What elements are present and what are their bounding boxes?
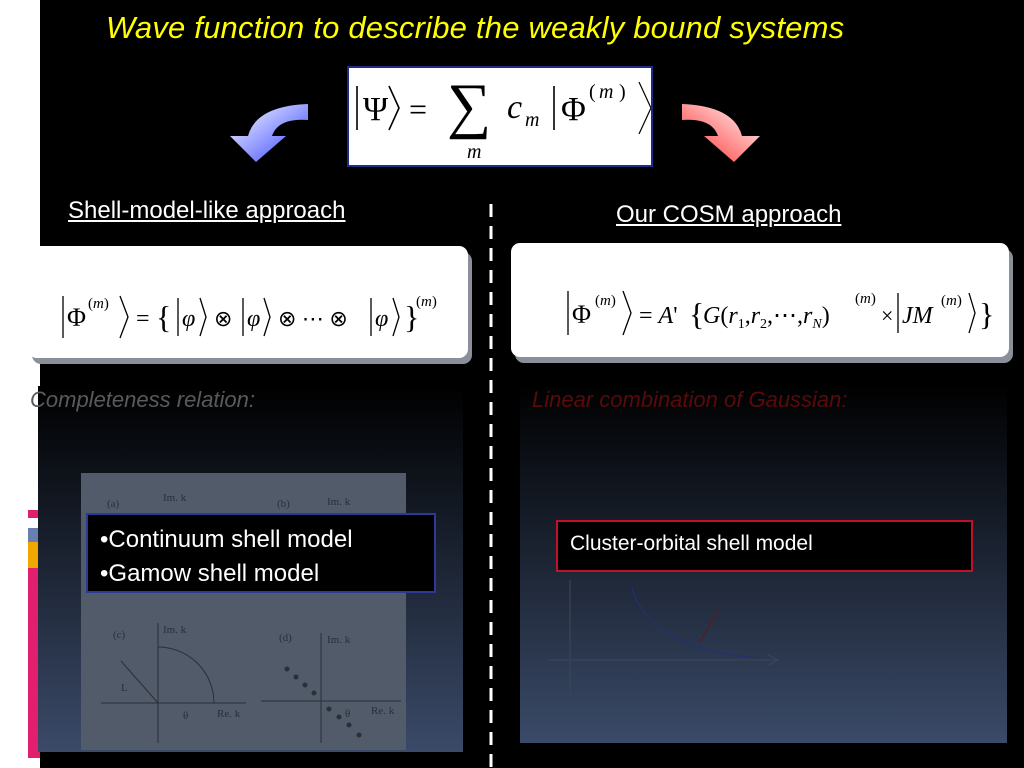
fig-axis-re-1: Re. k [217, 708, 241, 720]
shell-model-formula: Φ (m) = { φ ⊗ φ ⊗ ⋯ ⊗ φ } (m) [62, 294, 437, 339]
svg-text:(m): (m) [855, 291, 876, 307]
note-item-gamow: •Gamow shell model [100, 560, 320, 587]
note-item-continuum: •Continuum shell model [100, 526, 353, 553]
fig-angle-label-1: θ [183, 710, 188, 722]
svg-text:(m): (m) [416, 294, 437, 310]
fig-axis-im-3: Im. k [163, 624, 187, 636]
gaussian-combination-label: Linear combination of Gaussian: [532, 387, 848, 412]
completeness-relation-label: Completeness relation: [30, 387, 256, 412]
svg-text:φ: φ [375, 306, 388, 332]
curved-arrow-right-icon [682, 104, 760, 162]
svg-text:): ) [619, 81, 626, 103]
shell-model-formula-box: Φ (m) = { φ ⊗ φ ⊗ ⋯ ⊗ φ } (m) [28, 246, 468, 358]
fig-axis-re-2: Re. k [371, 705, 395, 717]
svg-text:= A': = A' [639, 303, 678, 329]
svg-text:{: { [689, 296, 704, 332]
deco-bar-pink [28, 510, 40, 518]
right-approach-heading: Our COSM approach [616, 201, 842, 228]
svg-text:m: m [467, 141, 481, 163]
svg-text:⊗: ⊗ [214, 306, 232, 331]
svg-text:Φ: Φ [572, 300, 591, 329]
svg-text:(m): (m) [595, 293, 616, 309]
fig-label-a: (a) [107, 498, 120, 510]
svg-text:c: c [507, 89, 522, 126]
slide-title: Wave function to describe the weakly bou… [106, 10, 845, 45]
left-approach-heading: Shell-model-like approach [68, 197, 346, 224]
svg-text:{: { [156, 299, 171, 335]
svg-text:m: m [525, 109, 539, 131]
svg-text:(m): (m) [941, 293, 962, 309]
deco-bar-magenta [28, 568, 40, 758]
svg-text:G(r1,r2,⋯,rN): G(r1,r2,⋯,rN) [703, 303, 830, 332]
svg-text:JM: JM [902, 303, 935, 329]
svg-text:(m): (m) [88, 296, 109, 312]
svg-text:⊗ ⋯ ⊗: ⊗ ⋯ ⊗ [278, 306, 348, 331]
svg-text:(: ( [589, 81, 596, 103]
svg-text:Ψ: Ψ [363, 91, 388, 128]
main-equation: Ψ = ∑ m c m Φ ( m ) [356, 72, 652, 163]
fig-label-c: (c) [113, 629, 126, 641]
svg-text:}: } [404, 299, 419, 335]
left-note-box: •Continuum shell model •Gamow shell mode… [86, 513, 436, 593]
svg-text:Φ: Φ [67, 303, 86, 332]
svg-text:φ: φ [182, 306, 195, 332]
fig-contour-label: L [121, 682, 128, 694]
fig-label-b: (b) [277, 498, 290, 510]
svg-text:φ: φ [247, 306, 260, 332]
fig-axis-im-1: Im. k [163, 492, 187, 504]
gaussian-plot [548, 580, 780, 698]
svg-text:×: × [881, 303, 893, 328]
curved-arrow-left-icon [230, 104, 308, 162]
fig-angle-label-2: θ [345, 708, 350, 720]
cosm-formula-box: Φ (m) = A' { G(r1,r2,⋯,rN) (m) × JM (m) … [511, 243, 1009, 357]
svg-text:=: = [136, 306, 150, 332]
svg-text:=: = [409, 91, 427, 127]
deco-bar-yellow [28, 542, 40, 568]
fig-axis-im-4: Im. k [327, 634, 351, 646]
contour-diagram: (a) (b) (c) (d) Im. k Im. k Im. k Im. k … [101, 492, 401, 743]
dashed-divider [489, 204, 493, 768]
svg-text:∑: ∑ [447, 72, 491, 140]
fig-axis-im-2: Im. k [327, 496, 351, 508]
fig-label-d: (d) [279, 632, 292, 644]
cosm-formula: Φ (m) = A' { G(r1,r2,⋯,rN) (m) × JM (m) … [567, 290, 994, 336]
main-equation-box: Ψ = ∑ m c m Φ ( m ) [347, 66, 653, 167]
svg-text:m: m [599, 81, 613, 103]
svg-text:Φ: Φ [561, 91, 586, 128]
svg-text:}: } [979, 296, 994, 332]
right-note-box: Cluster-orbital shell model [556, 520, 973, 572]
side-decoration [28, 510, 40, 760]
